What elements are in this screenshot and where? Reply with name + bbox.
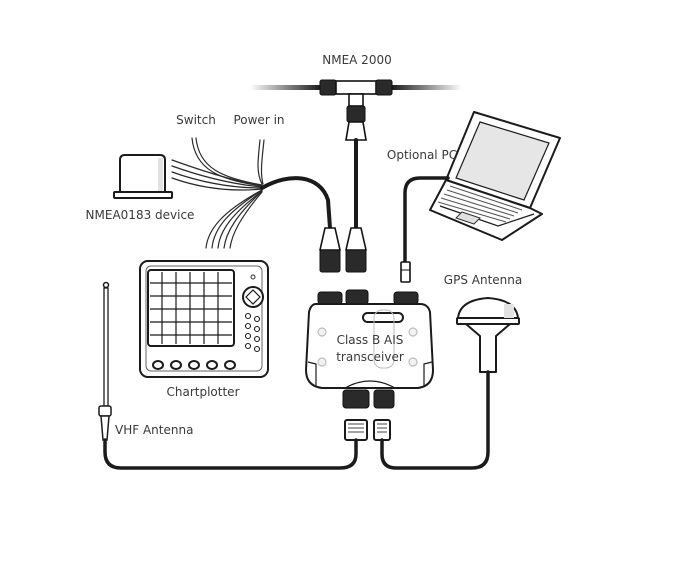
optional-pc-label: Optional PC bbox=[387, 148, 457, 162]
vhf-cable bbox=[103, 438, 358, 470]
transceiver-screws bbox=[317, 327, 418, 367]
gps-antenna: GPS Antenna bbox=[444, 273, 522, 373]
nmea0183-device-label: NMEA0183 device bbox=[86, 208, 195, 222]
chartplotter: Chartplotter bbox=[139, 260, 269, 399]
power-in-label: Power in bbox=[233, 113, 284, 127]
chartplotter-rotary-knob bbox=[242, 286, 264, 308]
chartplotter-bottom-buttons bbox=[152, 360, 236, 370]
vhf-antenna-label: VHF Antenna bbox=[115, 423, 193, 437]
chartplotter-label: Chartplotter bbox=[167, 385, 240, 399]
gps-cable bbox=[380, 370, 490, 470]
power-data-wire-bundle: Switch Power in bbox=[171, 113, 285, 249]
vhf-cable-connector bbox=[344, 419, 368, 441]
switch-label: Switch bbox=[176, 113, 216, 127]
backbone-cable-left bbox=[250, 85, 320, 90]
vhf-antenna: VHF Antenna bbox=[98, 281, 193, 441]
transceiver-label-line2: transceiver bbox=[336, 350, 404, 364]
power-data-connector bbox=[318, 227, 342, 273]
chartplotter-screen-grid bbox=[150, 272, 232, 344]
nmea0183-device: NMEA0183 device bbox=[86, 154, 195, 222]
pc-cable bbox=[403, 176, 450, 264]
chartplotter-side-buttons bbox=[244, 312, 261, 353]
transceiver-label-line1: Class B AIS bbox=[337, 333, 404, 347]
keyboard-lines bbox=[437, 185, 523, 223]
t-piece-connector bbox=[319, 79, 393, 141]
ais-transceiver: Class B AIS transceiver bbox=[305, 289, 434, 409]
gps-cable-connector bbox=[373, 419, 391, 441]
pc-connector bbox=[400, 261, 411, 283]
gps-antenna-label: GPS Antenna bbox=[444, 273, 522, 287]
optional-pc: Optional PC bbox=[387, 111, 561, 241]
chartplotter-screen bbox=[147, 269, 235, 347]
backbone-cable-right bbox=[392, 85, 462, 90]
nmea2000-backbone: NMEA 2000 bbox=[250, 53, 462, 141]
nmea2000-drop-connector bbox=[344, 227, 368, 273]
power-data-cable bbox=[260, 176, 332, 230]
nmea2000-label: NMEA 2000 bbox=[322, 53, 391, 67]
